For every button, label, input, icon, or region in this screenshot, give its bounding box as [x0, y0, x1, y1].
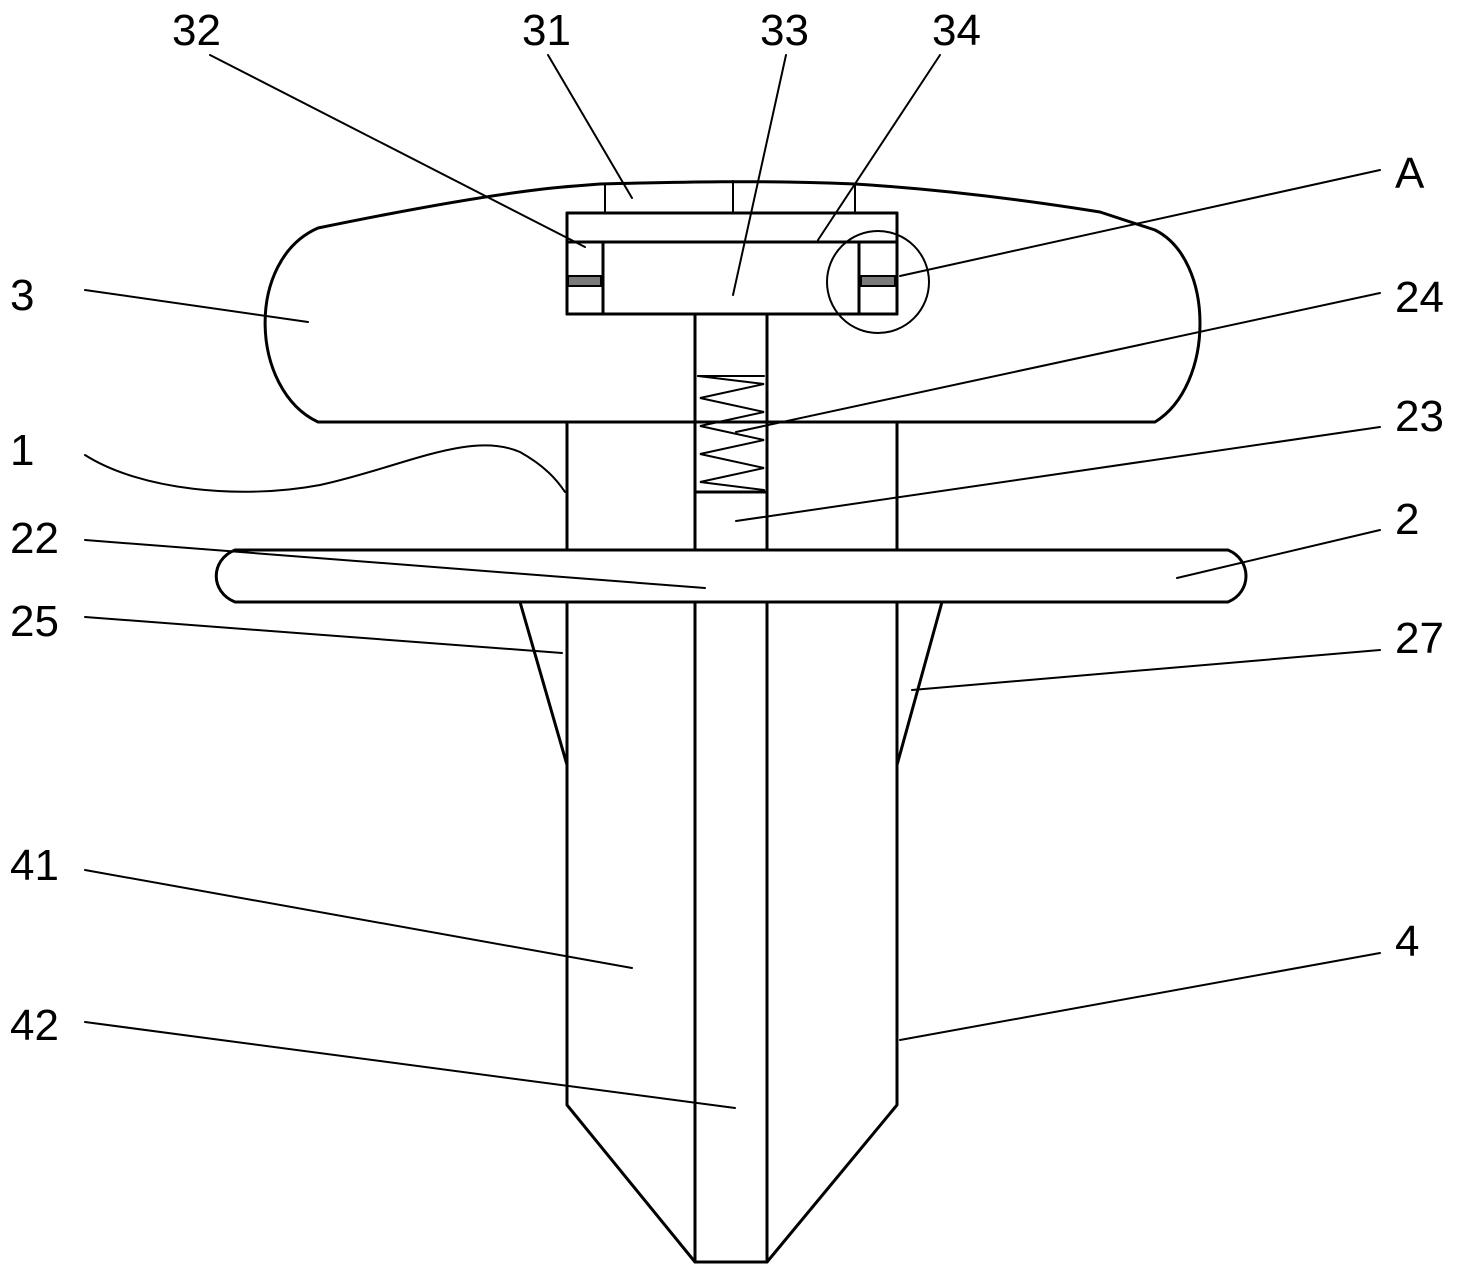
label-24: 24 [1395, 273, 1444, 322]
label-2: 2 [1395, 495, 1419, 544]
label-22: 22 [10, 514, 59, 563]
label-a: A [1395, 149, 1425, 198]
seal-right [860, 275, 896, 287]
label-25: 25 [10, 597, 59, 646]
press-plate [601, 240, 861, 316]
label-4: 4 [1395, 917, 1419, 966]
label-42: 42 [10, 1001, 59, 1050]
leader-lines [84, 54, 1381, 1109]
label-27: 27 [1395, 614, 1444, 663]
detail-circle-a [826, 230, 930, 334]
base-plate [214, 548, 1248, 604]
flange-left [518, 600, 569, 767]
label-32: 32 [172, 6, 221, 55]
knob-head [263, 180, 1202, 424]
label-1: 1 [10, 426, 34, 475]
flange-right [895, 600, 944, 767]
spring-chamber [693, 312, 769, 552]
label-41: 41 [10, 841, 59, 890]
label-31: 31 [522, 6, 571, 55]
needle-body [565, 600, 899, 1264]
seal-left [567, 275, 602, 287]
label-34: 34 [932, 6, 981, 55]
label-3: 3 [10, 271, 34, 320]
button-cavity [565, 211, 899, 316]
label-23: 23 [1395, 392, 1444, 441]
skin-contour [84, 444, 566, 493]
label-33: 33 [760, 6, 809, 55]
